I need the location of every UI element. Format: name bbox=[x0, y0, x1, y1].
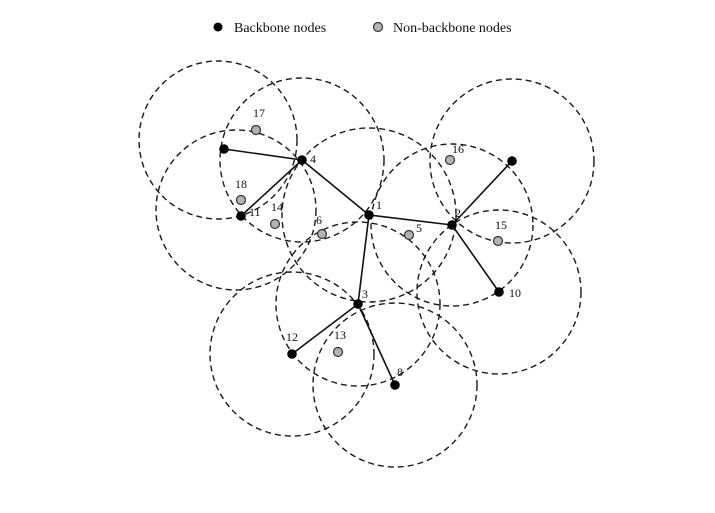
range-circle bbox=[138, 60, 298, 220]
node-label: 4 bbox=[310, 152, 316, 166]
node-label: 14 bbox=[271, 200, 283, 214]
node-marker bbox=[403, 229, 415, 241]
node-marker bbox=[297, 155, 307, 165]
legend-backbone-marker bbox=[213, 22, 223, 32]
node-label: 17 bbox=[253, 106, 265, 120]
node-label: 16 bbox=[452, 142, 464, 156]
backbone-link bbox=[223, 148, 303, 161]
node-marker bbox=[287, 349, 297, 359]
legend: Backbone nodes Non-backbone nodes bbox=[213, 21, 512, 36]
node-label: 13 bbox=[334, 328, 346, 342]
non-backbone-node: 14 bbox=[269, 200, 283, 230]
non-backbone-node: 16 bbox=[444, 142, 464, 166]
backbone-node: 11 bbox=[236, 205, 261, 221]
node-label: 1 bbox=[376, 198, 382, 212]
transmission-range-circles bbox=[138, 60, 595, 468]
legend-nonbackbone-label: Non-backbone nodes bbox=[393, 21, 512, 36]
node-marker bbox=[235, 194, 247, 206]
legend-backbone-label: Backbone nodes bbox=[234, 21, 326, 36]
node-marker bbox=[332, 346, 344, 358]
node-marker bbox=[316, 228, 328, 240]
backbone-link bbox=[291, 303, 359, 355]
range-circle bbox=[281, 127, 457, 303]
node-label: 18 bbox=[235, 177, 247, 191]
range-circle bbox=[370, 143, 534, 307]
backbone-link bbox=[357, 214, 370, 305]
node-label: 12 bbox=[286, 330, 298, 344]
backbone-node: 3 bbox=[353, 287, 368, 309]
node-label: 2 bbox=[455, 206, 461, 220]
backbone-node: 12 bbox=[286, 330, 298, 359]
non-backbone-node: 6 bbox=[316, 213, 328, 240]
node-marker bbox=[494, 287, 504, 297]
backbone-links bbox=[223, 148, 513, 386]
backbone-link bbox=[301, 159, 370, 216]
non-backbone-node: 15 bbox=[492, 218, 507, 247]
range-circle bbox=[429, 78, 595, 244]
backbone-node: 2 bbox=[447, 206, 461, 230]
backbone-node: 8 bbox=[390, 365, 403, 390]
backbone-node: 10 bbox=[494, 286, 521, 300]
node-marker bbox=[492, 235, 504, 247]
node-marker bbox=[269, 218, 281, 230]
backbone-link bbox=[368, 214, 453, 226]
backbone-link bbox=[357, 303, 396, 386]
node-label: 10 bbox=[509, 286, 521, 300]
node-marker bbox=[364, 210, 374, 220]
node-marker bbox=[219, 144, 229, 154]
node-label: 8 bbox=[397, 365, 403, 379]
node-marker bbox=[250, 124, 262, 136]
range-circle bbox=[219, 77, 385, 243]
node-label: 5 bbox=[416, 221, 422, 235]
non-backbone-node: 5 bbox=[403, 221, 422, 241]
non-backbone-node: 13 bbox=[332, 328, 346, 358]
range-circle bbox=[416, 209, 582, 375]
range-circle bbox=[275, 221, 441, 387]
non-backbone-node: 18 bbox=[235, 177, 247, 206]
backbone-node bbox=[507, 156, 517, 166]
backbone-node: 4 bbox=[297, 152, 316, 166]
node-marker bbox=[390, 380, 400, 390]
node-label: 3 bbox=[362, 287, 368, 301]
backbone-link bbox=[451, 224, 500, 293]
backbone-node bbox=[219, 144, 229, 154]
node-marker bbox=[444, 154, 456, 166]
legend-nonbackbone-marker bbox=[372, 21, 384, 33]
node-label: 6 bbox=[316, 213, 322, 227]
node-marker bbox=[236, 211, 246, 221]
range-circle bbox=[209, 271, 375, 437]
backbone-link bbox=[451, 160, 513, 226]
backbone-node: 1 bbox=[364, 198, 382, 220]
node-marker bbox=[353, 299, 363, 309]
node-marker bbox=[447, 220, 457, 230]
range-circle bbox=[312, 302, 478, 468]
non-backbone-node: 17 bbox=[250, 106, 265, 136]
range-circle bbox=[155, 129, 317, 291]
backbone-link bbox=[240, 159, 303, 217]
node-label: 11 bbox=[249, 205, 261, 219]
node-label: 15 bbox=[495, 218, 507, 232]
node-marker bbox=[507, 156, 517, 166]
